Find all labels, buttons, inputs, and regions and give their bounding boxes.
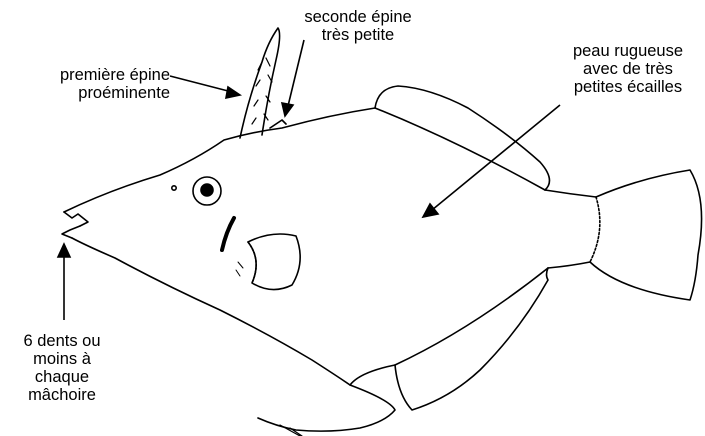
gill-slit [222,218,234,250]
label-skin: peau rugueuse avec de très petites écail… [555,42,701,96]
pelvic-flap [258,385,395,431]
arrowhead-second-spine [282,103,293,116]
first-spine [240,28,280,138]
eye-pupil [201,184,213,196]
peduncle-upper [545,190,596,197]
arrowhead-first-spine [226,87,240,98]
arrowhead-teeth [58,244,70,257]
arrow-second-spine [288,40,304,106]
anal-fin [395,268,548,410]
lower-lip [62,226,80,238]
soft-dorsal-fin [375,86,549,190]
caudal-base [590,197,600,262]
arrow-skin [432,105,560,210]
caudal-fin [590,170,702,300]
label-teeth: 6 dents ou moins à chaque mâchoire [4,332,120,404]
label-second-spine: seconde épine très petite [282,8,434,44]
pectoral-base [248,242,256,283]
belly-outline [72,238,395,385]
nostril [172,186,176,190]
label-first-spine: première épine proéminente [18,66,170,102]
peduncle-lower [548,262,590,268]
upper-lip [64,212,88,226]
arrow-first-spine [170,76,232,92]
dorsal-base-line [375,108,545,190]
texture-mark [236,262,243,276]
